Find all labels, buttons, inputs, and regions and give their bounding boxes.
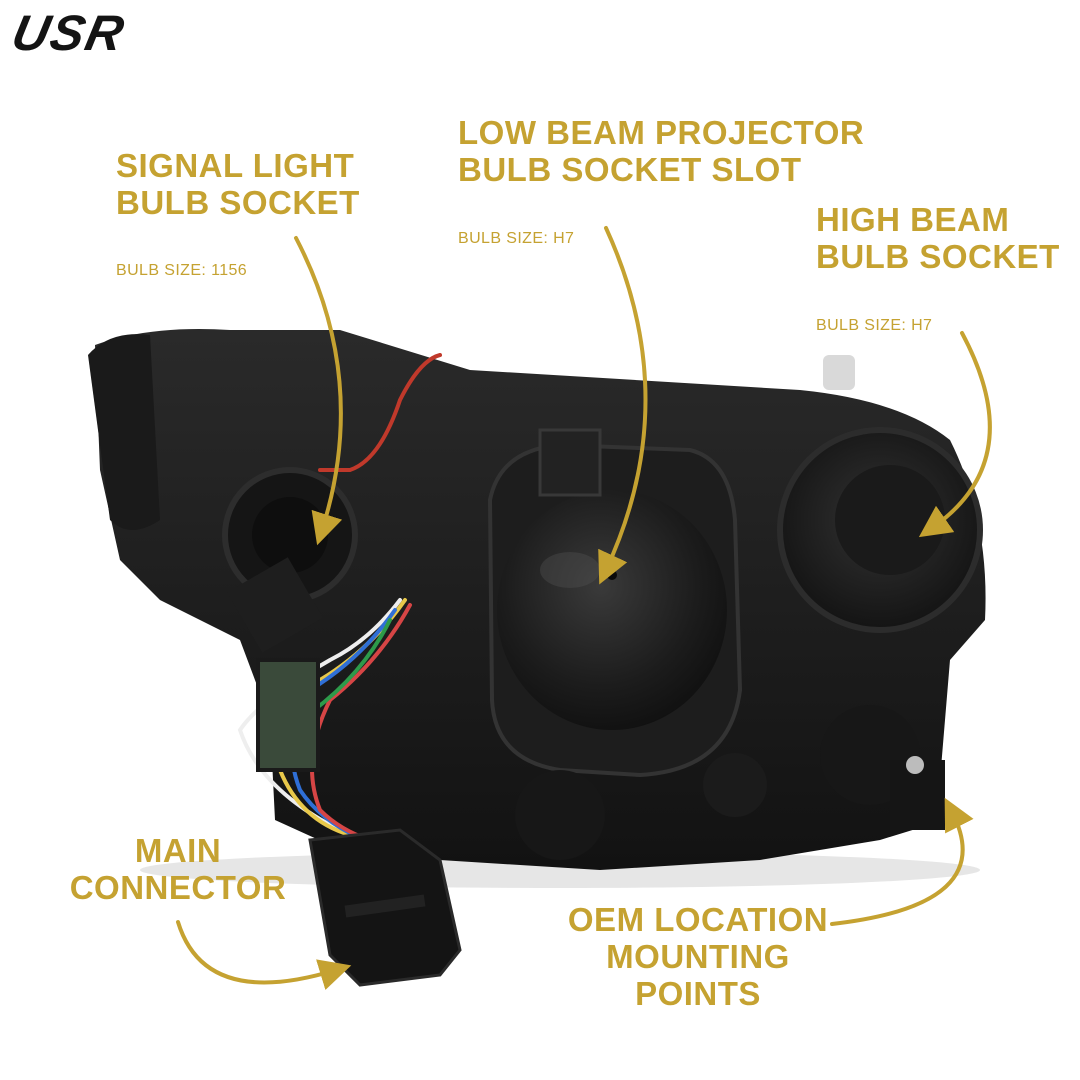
low-beam-bulb-size: BULB SIZE: H7 — [458, 230, 575, 247]
mounting-line1: OEM LOCATION — [567, 901, 829, 938]
high-beam-bulb-size: BULB SIZE: H7 — [816, 317, 933, 334]
projector-tab — [538, 428, 602, 497]
projector-highlight — [540, 552, 600, 588]
lower-socket-left — [515, 770, 605, 860]
signal-title-line2: BULB SOCKET — [116, 183, 360, 221]
main-connector-line2: CONNECTOR — [69, 868, 287, 906]
signal-socket-title: SIGNAL LIGHT BULB SOCKET — [116, 147, 360, 222]
brand-logo-text: USR — [14, 10, 131, 58]
mounting-line2: MOUNTING POINTS — [606, 937, 790, 1012]
signal-title-line1: SIGNAL LIGHT — [116, 147, 355, 184]
high-beam-title-line1: HIGH BEAM — [816, 201, 1010, 238]
high-beam-title: HIGH BEAM BULB SOCKET — [816, 201, 1060, 276]
signal-bracket — [227, 557, 323, 653]
low-beam-title-line1: LOW BEAM PROJECTOR — [458, 114, 865, 151]
high-beam-cap-center — [835, 465, 945, 575]
low-beam-title-line2: BULB SOCKET SLOT — [458, 150, 802, 188]
lower-socket-mid — [703, 753, 767, 817]
mounting-points-title: OEM LOCATION MOUNTING POINTS — [545, 901, 851, 1013]
main-connector-ridge — [344, 894, 426, 918]
inline-connector — [256, 658, 320, 772]
brand-logo: USR — [14, 10, 131, 58]
high-beam-title-line2: BULB SOCKET — [816, 237, 1060, 275]
low-beam-title: LOW BEAM PROJECTOR BULB SOCKET SLOT — [458, 114, 865, 189]
mounting-bolt — [906, 756, 924, 774]
signal-bulb-size: BULB SIZE: 1156 — [116, 262, 248, 279]
high-beam-post — [823, 355, 855, 390]
left-flange — [88, 334, 160, 530]
projector-lens — [497, 490, 727, 730]
projector-center — [607, 570, 617, 580]
main-connector-line1: MAIN — [134, 832, 222, 869]
main-connector-title: MAIN CONNECTOR — [60, 832, 296, 907]
